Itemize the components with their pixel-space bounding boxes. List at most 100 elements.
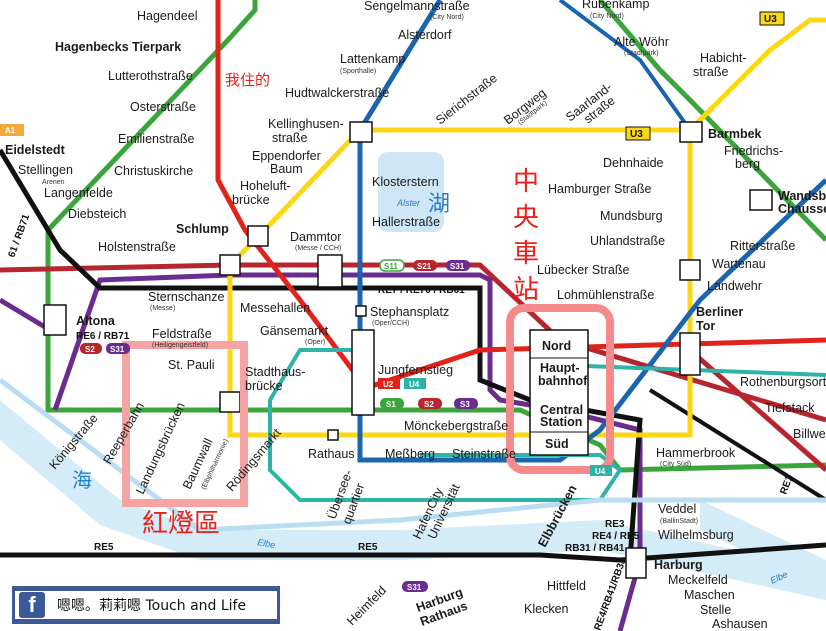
- station-dehnhaide[interactable]: Dehnhaide: [603, 156, 664, 170]
- station-ashausen[interactable]: Ashausen: [712, 617, 768, 631]
- station-stephansplatz[interactable]: Stephansplatz: [370, 305, 449, 319]
- anno-central-4: 站: [513, 275, 539, 305]
- station-wilhelmsburg[interactable]: Wilhelmsburg: [658, 528, 734, 542]
- station-stellingen[interactable]: Stellingen: [18, 163, 73, 177]
- anno-central-3: 車: [513, 239, 539, 269]
- station-friedrichs[interactable]: Friedrichs-: [724, 144, 783, 158]
- station-landwehr[interactable]: Landwehr: [707, 279, 762, 293]
- station-hittfeld[interactable]: Hittfeld: [547, 579, 586, 593]
- station-klecken[interactable]: Klecken: [524, 602, 569, 616]
- svg-text:U4: U4: [409, 380, 420, 389]
- station-hammerbrook[interactable]: Hammerbrook: [656, 446, 736, 460]
- station-maschen[interactable]: Maschen: [684, 588, 735, 602]
- station-stelle[interactable]: Stelle: [700, 603, 731, 617]
- badge-u3-barmbek: U3: [625, 126, 651, 141]
- station-altewoehr[interactable]: Alte Wöhr: [614, 35, 669, 49]
- station-hagenbecks[interactable]: Hagenbecks Tierpark: [55, 40, 181, 54]
- station-habicht[interactable]: Habicht-: [700, 51, 747, 65]
- station-diebsteich[interactable]: Diebsteich: [68, 207, 126, 221]
- station-gaensemarkt[interactable]: Gänsemarkt: [260, 324, 329, 338]
- station-klosterstern[interactable]: Klosterstern: [372, 175, 439, 189]
- station-heimfeld[interactable]: Heimfeld: [344, 583, 389, 628]
- station-hoheluft[interactable]: Hoheluft-: [240, 179, 291, 193]
- stpauli-box[interactable]: [219, 391, 241, 413]
- station-moenckeberg[interactable]: Mönckebergstraße: [404, 419, 508, 433]
- station-veddel[interactable]: Veddel: [658, 502, 696, 516]
- station-osterstr[interactable]: Osterstraße: [130, 100, 196, 114]
- station-lattenkamp[interactable]: Lattenkamp: [340, 52, 405, 66]
- station-emilien[interactable]: Emilienstraße: [118, 132, 194, 146]
- jungfernstieg-box[interactable]: [351, 329, 375, 416]
- station-steinstrasse[interactable]: Steinstraße: [452, 447, 516, 461]
- station-alsterdorf[interactable]: Alsterdorf: [398, 28, 452, 42]
- harburg-box[interactable]: [625, 547, 647, 579]
- station-harburg[interactable]: Harburg: [654, 558, 703, 572]
- rathaus-box[interactable]: [327, 429, 339, 441]
- station-sternschanze[interactable]: Sternschanze: [148, 290, 224, 304]
- station-eidelstedt[interactable]: Eidelstedt: [5, 143, 66, 157]
- station-sengelmann[interactable]: Sengelmannstraße: [364, 0, 470, 13]
- station-kellinghusen[interactable]: Kellinghusen-: [268, 117, 344, 131]
- station-eppendorfer[interactable]: Eppendorfer: [252, 149, 321, 163]
- station-sierich: Sierichstraße: [433, 71, 500, 127]
- station-barmbek[interactable]: Barmbek: [708, 127, 762, 141]
- facebook-footer[interactable]: f 嗯嗯。莉莉嗯 Touch and Life: [12, 586, 280, 624]
- kellinghusen-box[interactable]: [349, 121, 373, 143]
- station-hudtwalcker[interactable]: Hudtwalckerstraße: [285, 86, 389, 100]
- station-tiefstack[interactable]: Tiefstack: [765, 401, 815, 415]
- station-dammtor-sub: (Messe / CCH): [295, 245, 341, 252]
- stephansplatz-box[interactable]: [355, 305, 367, 317]
- label-elbe: Elbe: [257, 537, 276, 550]
- altona-box[interactable]: [43, 304, 67, 336]
- central-station-box[interactable]: [529, 329, 589, 456]
- station-hagendeel[interactable]: Hagendeel: [137, 9, 197, 23]
- svg-text:S31: S31: [450, 262, 465, 271]
- station-luebecker[interactable]: Lübecker Straße: [537, 263, 629, 277]
- central-nord: Nord: [542, 339, 571, 353]
- svg-text:S21: S21: [417, 262, 432, 271]
- berlinertor-box[interactable]: [679, 332, 701, 376]
- station-schlump[interactable]: Schlump: [176, 222, 229, 236]
- station-hammerbrook-sub: (City Süd): [660, 461, 691, 468]
- station-langenfelde[interactable]: Langenfelde: [44, 186, 113, 200]
- central-haupt2: bahnhof: [538, 374, 588, 388]
- station-ruebenkamp[interactable]: Rübenkamp: [582, 0, 649, 11]
- luebecker-box[interactable]: [679, 259, 701, 281]
- label-re7: RE7 / RE70 / RB61: [378, 285, 465, 296]
- station-lutteroth[interactable]: Lutterothstraße: [108, 69, 193, 83]
- station-hallerstr[interactable]: Hallerstraße: [372, 215, 440, 229]
- station-stpauli[interactable]: St. Pauli: [168, 358, 215, 372]
- station-uhland[interactable]: Uhlandstraße: [590, 234, 665, 248]
- station-wartenau[interactable]: Wartenau: [712, 257, 766, 271]
- station-messehallen[interactable]: Messehallen: [240, 301, 310, 315]
- station-holsten[interactable]: Holstenstraße: [98, 240, 176, 254]
- station-feldstrasse[interactable]: Feldstraße: [152, 327, 212, 341]
- schlump-box[interactable]: [247, 225, 269, 247]
- station-hamburgerstr[interactable]: Hamburger Straße: [548, 182, 652, 196]
- station-rathaus[interactable]: Rathaus: [308, 447, 355, 461]
- station-billwe[interactable]: Billwe: [793, 427, 826, 441]
- station-altona[interactable]: Altona: [76, 314, 116, 328]
- barmbek-box[interactable]: [679, 121, 703, 143]
- station-messberg[interactable]: Meßberg: [385, 447, 435, 461]
- sternschanze-box[interactable]: [219, 254, 241, 276]
- station-lohmuehlen[interactable]: Lohmühlenstraße: [557, 288, 654, 302]
- dammtor-box[interactable]: [317, 254, 343, 288]
- station-jungfernstieg[interactable]: Jungfernstieg: [378, 363, 453, 377]
- wandsbek-box[interactable]: [749, 189, 773, 211]
- station-bergertor[interactable]: Berliner: [696, 305, 743, 319]
- central-station-highlight: [506, 304, 614, 474]
- station-christus[interactable]: Christuskirche: [114, 164, 193, 178]
- station-rothenburgsort[interactable]: Rothenburgsort: [740, 375, 826, 389]
- station-ritter[interactable]: Ritterstraße: [730, 239, 795, 253]
- station-mundsburg[interactable]: Mundsburg: [600, 209, 663, 223]
- station-meckelfeld[interactable]: Meckelfeld: [668, 573, 728, 587]
- facebook-icon[interactable]: f: [19, 592, 45, 618]
- station-wandsbek[interactable]: Wandsbek: [778, 189, 826, 203]
- station-dammtor[interactable]: Dammtor: [290, 230, 341, 244]
- svg-text:U3: U3: [764, 14, 777, 25]
- central-central2: Station: [540, 415, 582, 429]
- station-eppendorfer2: Baum: [270, 162, 303, 176]
- station-habicht2: straße: [693, 65, 728, 79]
- station-stadthaus[interactable]: Stadthaus-: [245, 365, 305, 379]
